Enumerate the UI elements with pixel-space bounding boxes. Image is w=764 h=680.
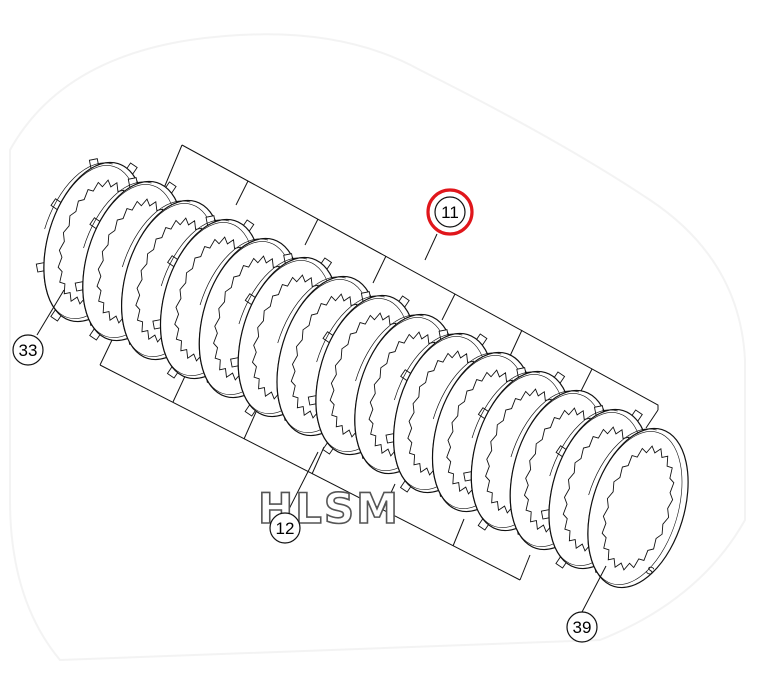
clutch-plate: S — [587, 427, 689, 589]
callout-33-label: 33 — [19, 341, 38, 360]
callout-33-circle — [12, 334, 44, 366]
callout-12[interactable]: 12 — [269, 512, 301, 544]
callout-11[interactable]: 11 — [426, 188, 474, 236]
callout-11-label: 11 — [441, 203, 459, 222]
callout-33[interactable]: 33 — [12, 334, 44, 366]
callout-39[interactable]: 39 — [566, 611, 598, 643]
leader-lines — [36, 233, 607, 613]
callout-39-circle — [566, 611, 598, 643]
clutch-plate-stack: S — [35, 158, 689, 589]
callout-39-label: 39 — [573, 618, 592, 637]
plate-mark-label: S — [644, 564, 655, 578]
background-shading — [9, 33, 746, 662]
callout-12-label: 12 — [276, 519, 295, 538]
callout-12-circle — [269, 512, 301, 544]
callout-11-circle — [434, 196, 466, 228]
callout-11-highlight-ring — [426, 188, 474, 236]
assembly-bracket — [99, 144, 659, 581]
